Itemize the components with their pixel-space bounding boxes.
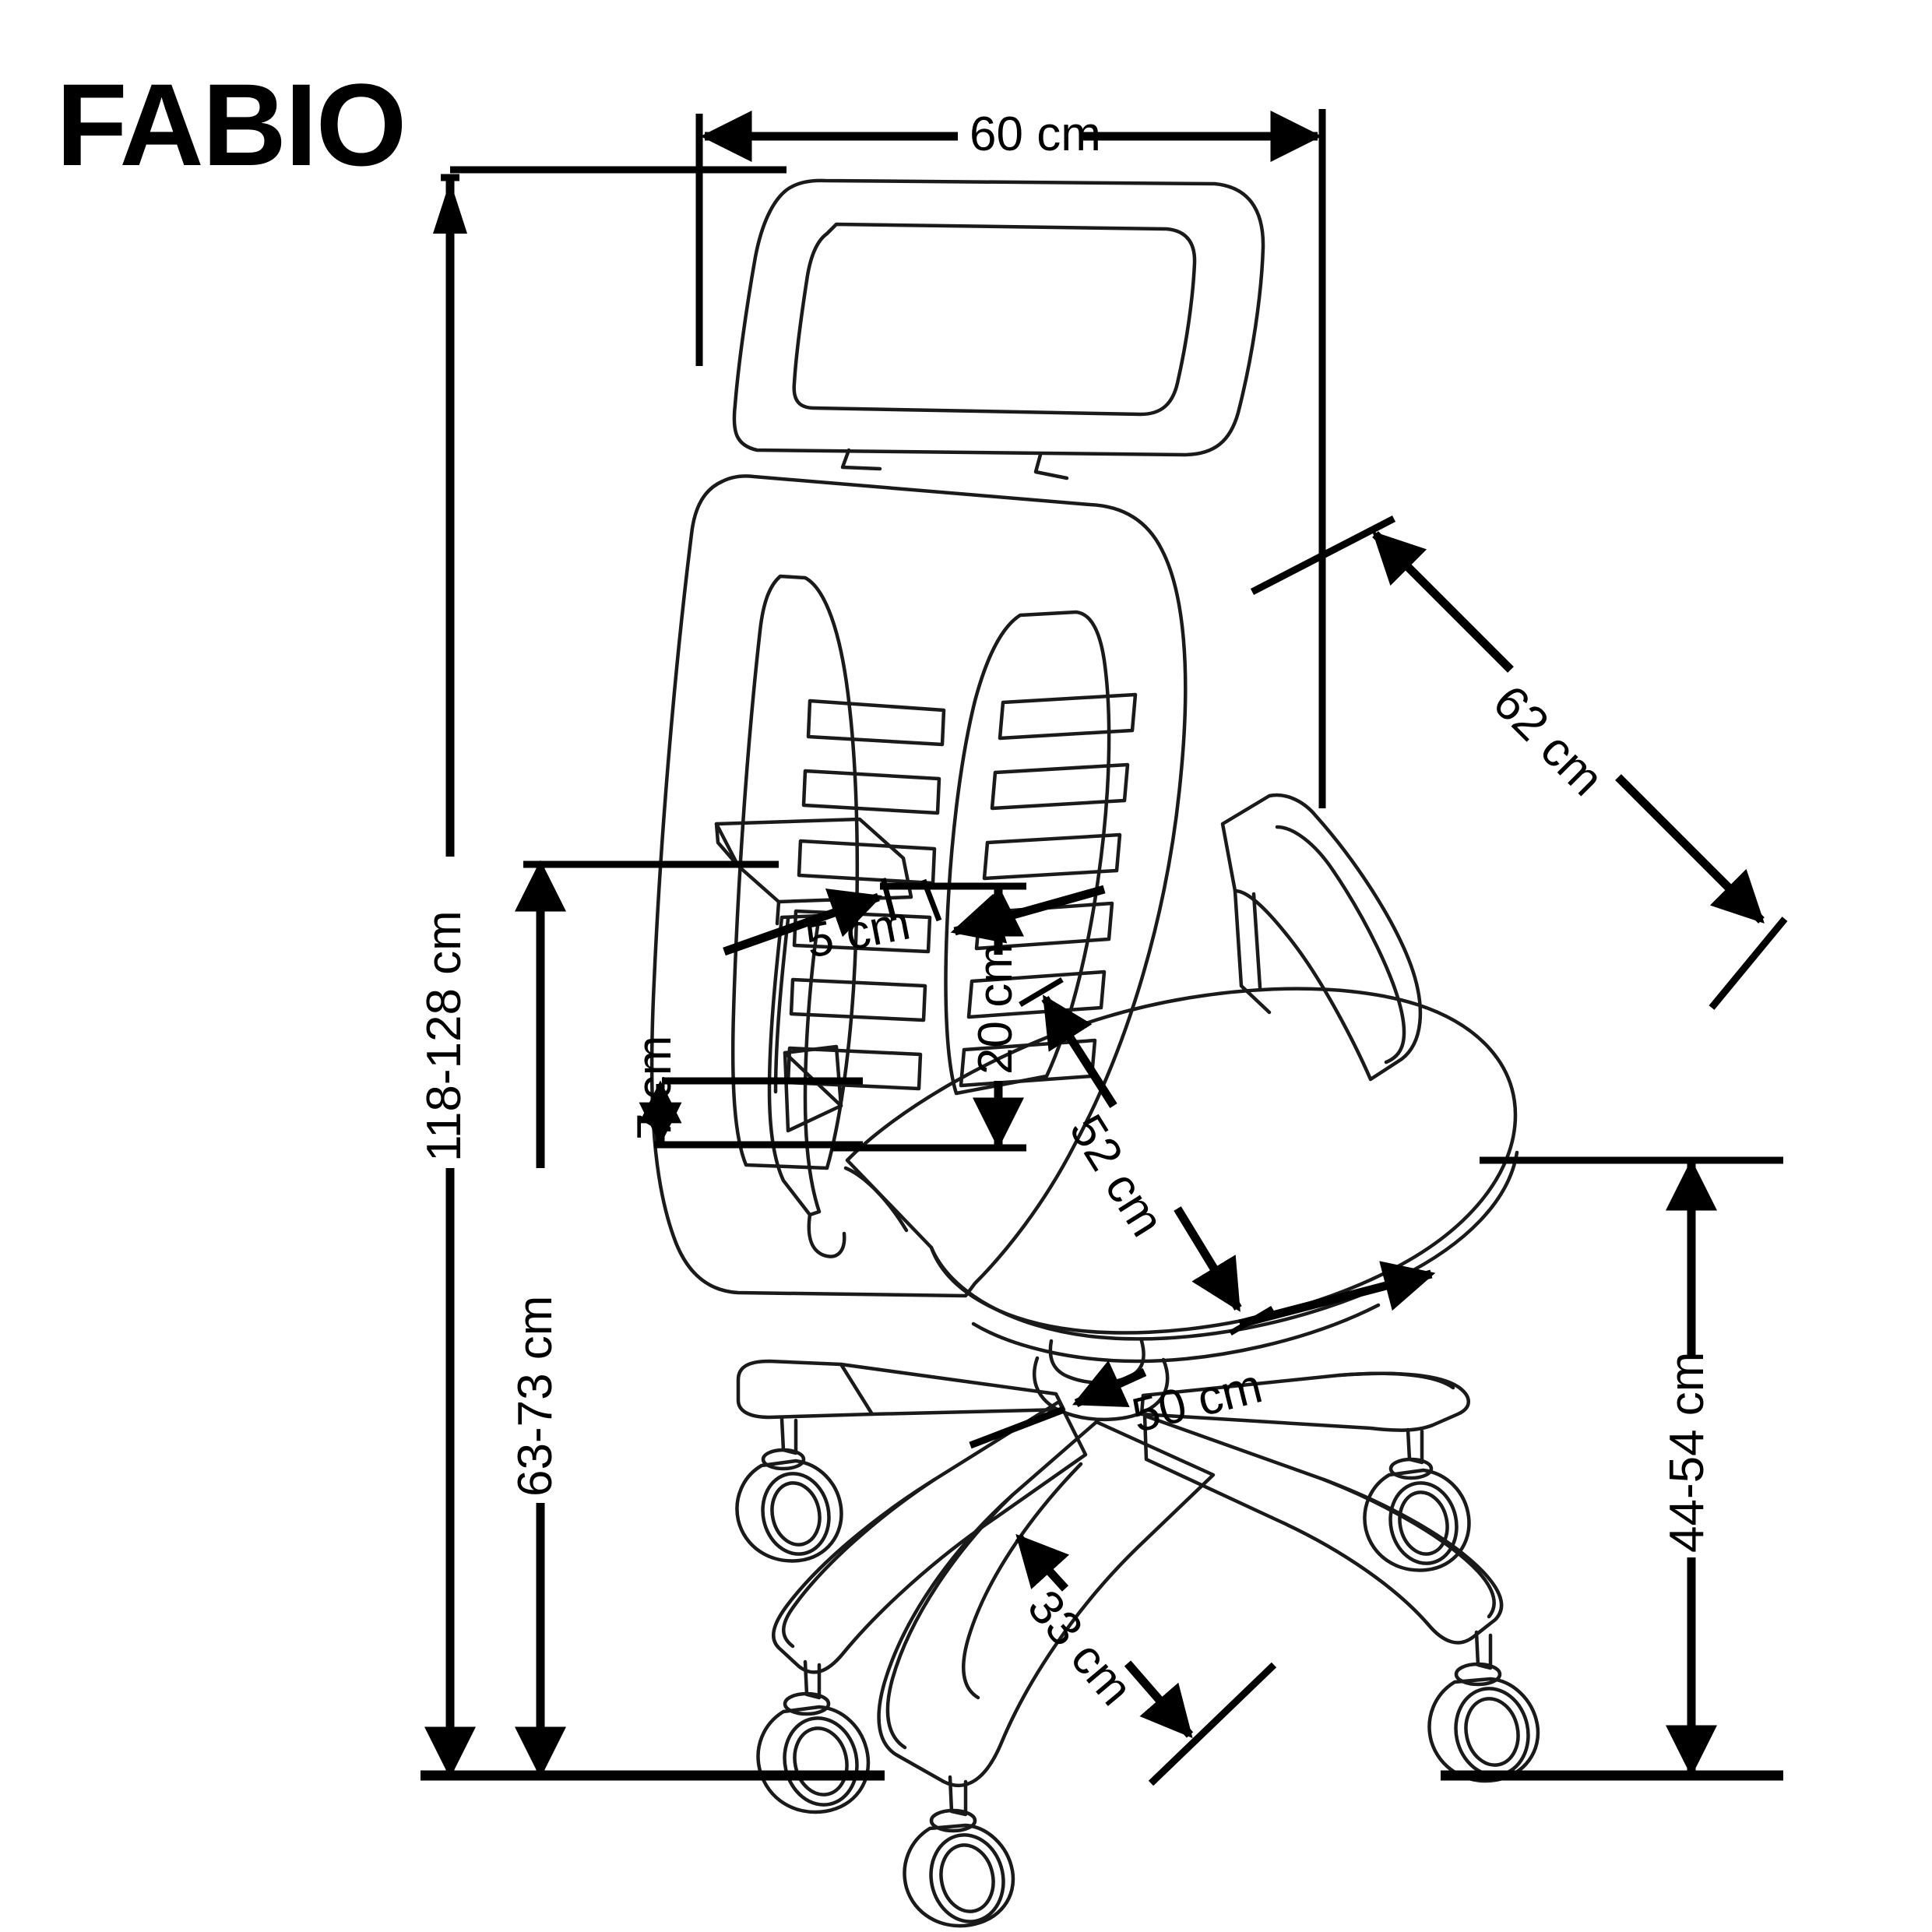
dim-118-arrow-top bbox=[433, 181, 467, 234]
caster-front-left bbox=[756, 1659, 871, 1814]
dim-50-right bbox=[1238, 1261, 1436, 1328]
mesh-slots-left bbox=[786, 699, 946, 1091]
tilt-lever bbox=[807, 1212, 846, 1258]
headrest-stem-left bbox=[840, 448, 882, 471]
dimension-label-armrest-height: 20 cm bbox=[969, 943, 1022, 1075]
base-arm-back-left-join bbox=[839, 1362, 875, 1416]
base-arm-back-left bbox=[736, 1359, 1066, 1420]
headrest-inner-cushion bbox=[792, 222, 1197, 417]
dimension-label-back-height: 63-73 cm bbox=[509, 1295, 562, 1497]
seat-under-edge bbox=[971, 1303, 1381, 1364]
armrest-right-outer bbox=[1220, 793, 1423, 1082]
dim-62-upper bbox=[1372, 531, 1514, 673]
tick-52-start bbox=[1019, 977, 1064, 1008]
dimension-label-total-height: 118-128 cm bbox=[417, 910, 471, 1162]
gas-lift-body bbox=[1033, 1356, 1170, 1422]
dimension-label-seat-height: 44-54 cm bbox=[1660, 1351, 1714, 1553]
dim-52-upper bbox=[1041, 994, 1117, 1108]
dimension-label-armrest-thickness: 7 cm bbox=[628, 1035, 681, 1140]
armrest-right-inner bbox=[1275, 825, 1406, 1065]
armrest-right-post-inner bbox=[1251, 892, 1262, 990]
armrest-support-left-inner bbox=[773, 917, 790, 1094]
base-arm-front-center-inner2 bbox=[962, 1462, 1083, 1700]
backrest-outer-frame bbox=[649, 474, 1188, 1298]
dim-5-left-arrow bbox=[723, 889, 883, 956]
headrest-stem-right bbox=[1033, 452, 1069, 480]
dim-33-lower bbox=[1124, 1660, 1194, 1739]
armrest-pad-left-thick bbox=[775, 899, 781, 926]
caster-back-right bbox=[1363, 1427, 1471, 1572]
base-arm-right bbox=[1142, 1413, 1504, 1645]
product-title: FABIO bbox=[56, 59, 406, 190]
armrest-right-post bbox=[1233, 889, 1272, 1015]
base-arm-front-center bbox=[877, 1420, 1216, 1787]
caster-right bbox=[1427, 1630, 1540, 1783]
armrest-pad-left-edge bbox=[714, 822, 741, 868]
base-arm-front-left-inner bbox=[782, 1477, 937, 1649]
seat-cushion-edge bbox=[929, 1150, 1519, 1341]
dim-52-lower bbox=[1174, 1206, 1242, 1312]
backrest-to-seat-link bbox=[843, 1166, 909, 1233]
headrest-outer bbox=[732, 178, 1265, 457]
ext-33-end bbox=[1148, 1662, 1277, 1786]
base-arm-front-left bbox=[772, 1399, 1088, 1674]
dim-5-right-arrow bbox=[950, 885, 1106, 944]
armrest-support-left bbox=[767, 913, 822, 1217]
ext-50-leader bbox=[969, 1406, 1065, 1449]
caster-back-left bbox=[735, 1416, 843, 1563]
caster-front-center bbox=[903, 1775, 1015, 1928]
seat-cushion-top bbox=[845, 987, 1518, 1335]
dim-50-left bbox=[1072, 1360, 1147, 1408]
base-arm-back-right-inner bbox=[1337, 1371, 1455, 1390]
dim-62-lower bbox=[1615, 774, 1765, 924]
ext-62-end bbox=[1709, 917, 1788, 1010]
base-arm-front-center-inner bbox=[885, 1493, 1015, 1750]
dim-33-upper bbox=[1015, 1533, 1070, 1592]
dimension-label-width-top: 60 cm bbox=[970, 107, 1101, 161]
ext-62-start bbox=[1250, 516, 1396, 595]
mesh-panel-left bbox=[730, 574, 860, 1170]
base-arm-right-inner bbox=[1321, 1477, 1496, 1619]
dimension-lines bbox=[421, 109, 1788, 1786]
